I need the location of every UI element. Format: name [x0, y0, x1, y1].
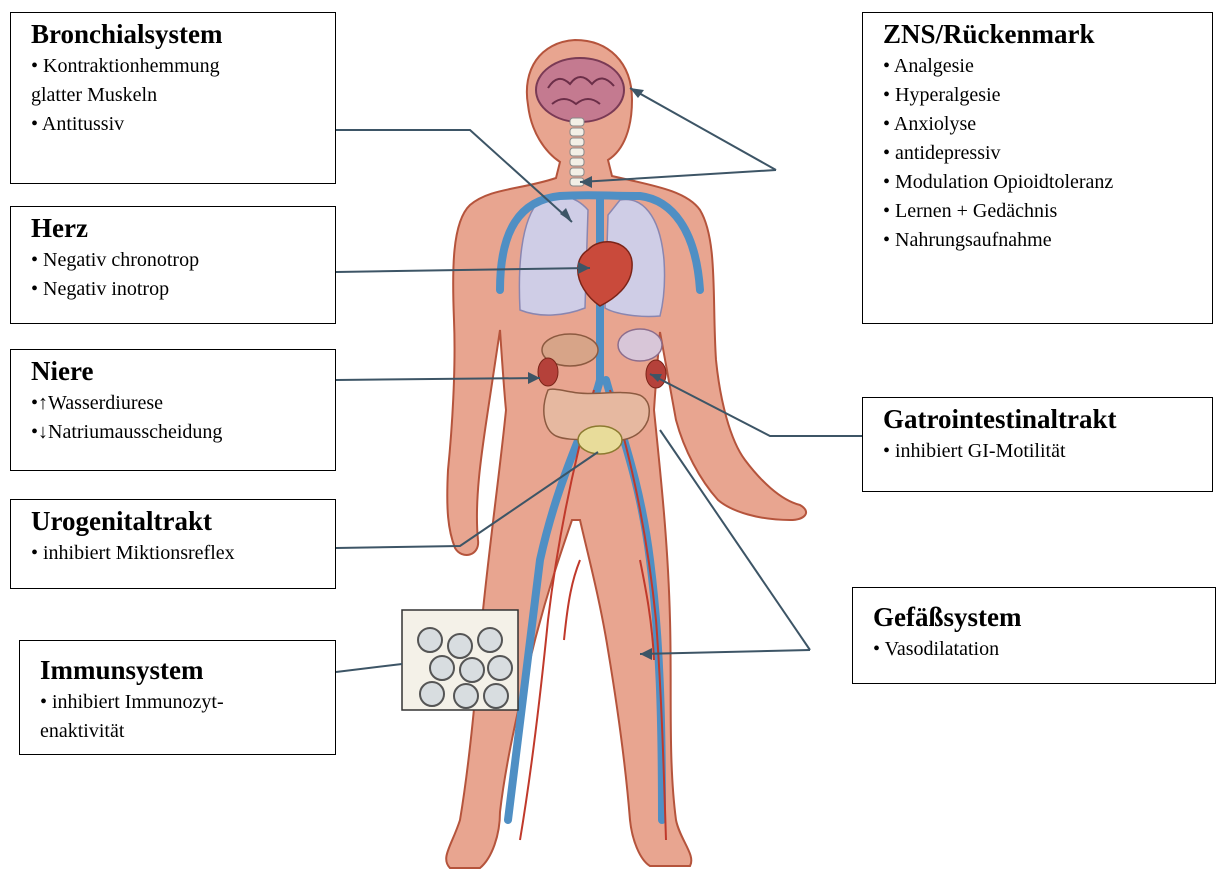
bronchialsystem-item: • Kontraktionhemmung: [31, 52, 325, 81]
zns-item: • Nahrungsaufnahme: [883, 226, 1202, 255]
connector-immun: [336, 664, 402, 672]
niere-item: •↓Natriumausscheidung: [31, 418, 325, 447]
spinal-column: [570, 118, 584, 186]
zns-rueckenmark-box: ZNS/Rückenmark • Analgesie • Hyperalgesi…: [862, 12, 1213, 324]
zns-rueckenmark-title: ZNS/Rückenmark: [883, 19, 1202, 50]
gastrointestinaltrakt-box: Gatrointestinaltrakt • inhibiert GI-Moti…: [862, 397, 1213, 492]
zns-item: • Lernen + Gedächnis: [883, 197, 1202, 226]
zns-item: • Hyperalgesie: [883, 81, 1202, 110]
zns-item: • Anxiolyse: [883, 110, 1202, 139]
herz-item: • Negativ inotrop: [31, 275, 325, 304]
niere-item: •↑Wasserdiurese: [31, 389, 325, 418]
herz-box: Herz • Negativ chronotrop • Negativ inot…: [10, 206, 336, 324]
zns-item: • Modulation Opioidtoleranz: [883, 168, 1202, 197]
zns-item: • Analgesie: [883, 52, 1202, 81]
urogenitaltrakt-item: • inhibiert Miktionsreflex: [31, 539, 325, 568]
gefaesssystem-box: Gefäßsystem • Vasodilatation: [852, 587, 1216, 684]
immunsystem-item: enaktivität: [40, 717, 325, 746]
urogenitaltrakt-title: Urogenitaltrakt: [31, 506, 325, 537]
immunsystem-box: Immunsystem • inhibiert Immunozyt- enakt…: [19, 640, 336, 755]
immunsystem-title: Immunsystem: [40, 655, 325, 686]
brain: [536, 58, 624, 122]
gastrointestinaltrakt-title: Gatrointestinaltrakt: [883, 404, 1202, 435]
bronchialsystem-title: Bronchialsystem: [31, 19, 325, 50]
herz-title: Herz: [31, 213, 325, 244]
gastrointestinaltrakt-item: • inhibiert GI-Motilität: [883, 437, 1202, 466]
stomach: [618, 329, 662, 361]
herz-item: • Negativ chronotrop: [31, 246, 325, 275]
gefaesssystem-item: • Vasodilatation: [873, 635, 1205, 664]
left-kidney: [538, 358, 558, 386]
immunsystem-item: • inhibiert Immunozyt-: [40, 688, 325, 717]
bronchialsystem-box: Bronchialsystem • Kontraktionhemmung gla…: [10, 12, 336, 184]
bronchialsystem-item: glatter Muskeln: [31, 81, 325, 110]
immune-cells-inset: [402, 610, 518, 710]
connector-zns-brain: [630, 88, 776, 170]
bronchialsystem-item: • Antitussiv: [31, 110, 325, 139]
niere-title: Niere: [31, 356, 325, 387]
zns-item: • antidepressiv: [883, 139, 1202, 168]
urogenitaltrakt-box: Urogenitaltrakt • inhibiert Miktionsrefl…: [10, 499, 336, 589]
gefaesssystem-title: Gefäßsystem: [873, 602, 1205, 633]
niere-box: Niere •↑Wasserdiurese •↓Natriumausscheid…: [10, 349, 336, 471]
bladder: [578, 426, 622, 454]
